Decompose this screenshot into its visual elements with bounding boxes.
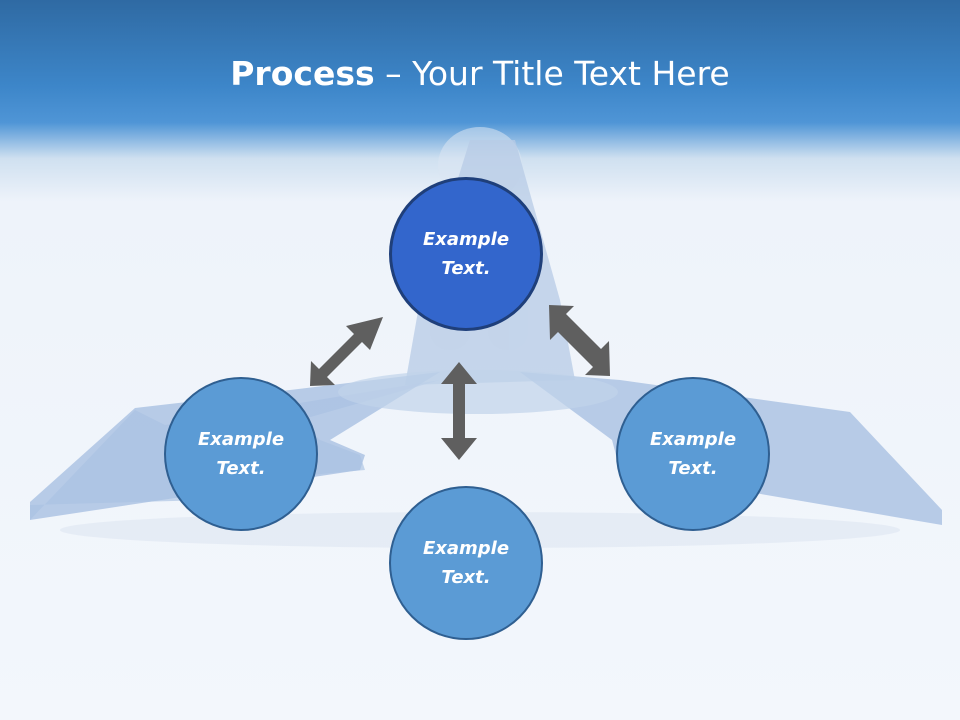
connector-top-right-arrow (549, 305, 610, 376)
connector-top-left-arrow (310, 317, 383, 386)
process-node-bottom: Example Text. (389, 486, 543, 640)
process-node-right: Example Text. (616, 377, 770, 531)
connector-arrows (310, 305, 610, 460)
process-node-top: Example Text. (389, 177, 543, 331)
connector-vertical-arrow (441, 362, 477, 460)
slide-title: Process – Your Title Text Here (0, 52, 960, 96)
process-node-left: Example Text. (164, 377, 318, 531)
slide-title-bold: Process (230, 54, 375, 93)
slide-title-rest: – Your Title Text Here (374, 54, 730, 93)
